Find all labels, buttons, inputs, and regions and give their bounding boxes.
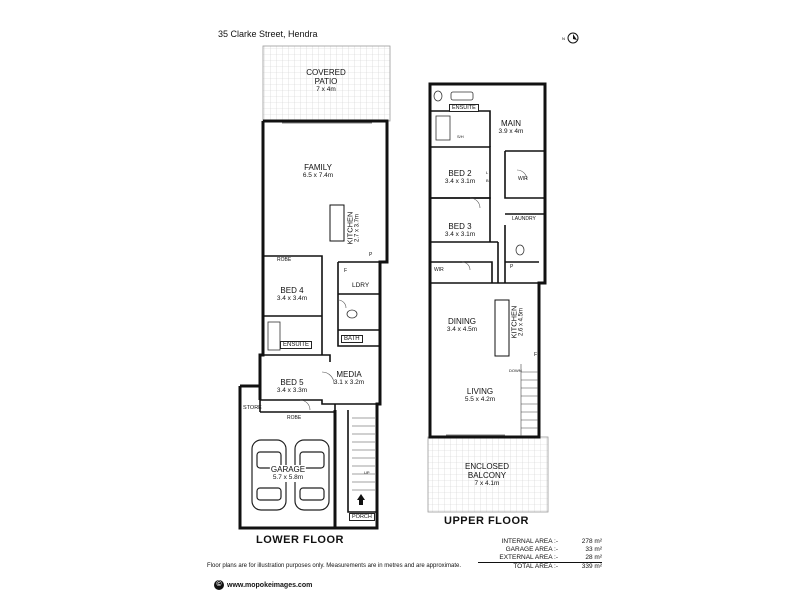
room-name: KITCHEN (509, 305, 519, 339)
area-value: 28 m² (585, 554, 602, 561)
stairs-up-label: UP (364, 470, 370, 475)
robe-bottom-label: ROBE (287, 415, 302, 421)
room-size: 2.7 x 3.7m (354, 213, 361, 243)
svg-text:N: N (562, 36, 565, 41)
area-label: TOTAL AREA :- (513, 563, 558, 570)
room-name: DINING (447, 317, 476, 326)
room-name: MEDIA (336, 370, 362, 379)
store-label: STORE (243, 405, 262, 411)
laundry-label: LAUNDRY (512, 216, 536, 222)
room-name: KITCHEN (345, 211, 355, 245)
area-summary: INTERNAL AREA :- 278 m² GARAGE AREA :- 3… (478, 538, 602, 571)
pantry-upper-label: P (510, 264, 514, 270)
room-size: 2.6 x 4.5m (518, 307, 525, 337)
bed4-label: BED 4 3.4 x 3.4m (277, 286, 307, 303)
kitchen-lower-label: KITCHEN 2.7 x 3.7m (345, 211, 362, 245)
enclosed-balcony-area (427, 436, 549, 513)
room-size: 5.7 x 5.8m (272, 474, 304, 482)
room-name: ENCLOSED BALCONY (464, 462, 510, 481)
room-name: LIVING (466, 387, 494, 396)
ldry-label: LDRY (352, 282, 370, 289)
ensuite-upper-label: ENSUITE (449, 104, 479, 112)
bath-label: BATH (341, 335, 363, 343)
robe-top-label: ROBE (277, 257, 292, 263)
media-label: MEDIA 3.1 x 3.2m (334, 370, 364, 387)
room-name: BED 2 (448, 169, 472, 178)
shower-label: S/H (457, 134, 464, 139)
room-size: 3.4 x 3.1m (444, 231, 476, 239)
room-size: 3.4 x 3.3m (276, 387, 308, 395)
area-label: EXTERNAL AREA :- (499, 554, 558, 561)
room-size: 3.4 x 3.4m (276, 295, 308, 303)
room-name: BED 3 (448, 222, 472, 231)
area-row: GARAGE AREA :- 33 m² (478, 546, 602, 554)
area-value: 33 m² (585, 546, 602, 553)
kitchen-upper-label: KITCHEN 2.6 x 4.5m (509, 305, 526, 339)
area-row-total: TOTAL AREA :- 339 m² (478, 562, 602, 571)
area-label: GARAGE AREA :- (505, 546, 558, 553)
room-size: 5.5 x 4.2m (464, 396, 496, 404)
room-name: FAMILY (304, 163, 332, 172)
fridge-upper-label: F (534, 352, 538, 358)
room-size: 3.4 x 4.5m (446, 326, 478, 334)
ensuite-lower-label: ENSUITE (280, 341, 313, 349)
linen-label-2: B (486, 178, 489, 183)
enclosed-balcony-label: ENCLOSED BALCONY 7 x 4.1m (465, 462, 509, 488)
family-label: FAMILY 6.5 x 7.4m (303, 163, 333, 180)
room-size: 3.9 x 4m (498, 128, 524, 136)
bed2-label: BED 2 3.4 x 3.1m (445, 169, 475, 186)
bed5-label: BED 5 3.4 x 3.3m (277, 378, 307, 395)
area-value: 278 m² (581, 538, 602, 545)
garage-label: GARAGE 5.7 x 5.8m (269, 465, 307, 482)
bed3-label: BED 3 3.4 x 3.1m (445, 222, 475, 239)
room-name: BED 4 (280, 286, 304, 295)
north-arrow-icon: N (560, 31, 582, 50)
room-name: GARAGE (270, 465, 306, 474)
living-label: LIVING 5.5 x 4.2m (465, 387, 495, 404)
copyright-icon: © (214, 580, 224, 590)
covered-patio-area (262, 45, 391, 122)
room-name: MAIN (501, 119, 521, 128)
website-credit: © www.mopokeimages.com (214, 580, 312, 590)
main-bed-label: MAIN 3.9 x 4m (499, 119, 524, 136)
lower-floor-title: LOWER FLOOR (256, 534, 344, 546)
room-size: 7 x 4.1m (474, 480, 500, 488)
room-size: 3.1 x 3.2m (333, 379, 365, 387)
wir-bed3-label: WIR (434, 267, 444, 273)
area-value: 339 m² (581, 563, 602, 570)
upper-floor-title: UPPER FLOOR (444, 515, 529, 527)
covered-patio-label: COVERED PATIO 7 x 4m (306, 68, 346, 94)
room-size: 6.5 x 7.4m (302, 172, 334, 180)
area-row: EXTERNAL AREA :- 28 m² (478, 554, 602, 562)
linen-label: L (486, 170, 489, 175)
pantry-label: P (369, 252, 373, 258)
room-size: 3.4 x 3.1m (444, 178, 476, 186)
property-address: 35 Clarke Street, Hendra (218, 29, 318, 39)
area-label: INTERNAL AREA :- (501, 538, 558, 545)
area-row: INTERNAL AREA :- 278 m² (478, 538, 602, 546)
room-name: COVERED PATIO (306, 68, 346, 87)
wir-main-label: WIR (518, 176, 528, 182)
fridge-label: F (344, 268, 348, 274)
room-size: 7 x 4m (316, 86, 336, 94)
room-name: BED 5 (280, 378, 304, 387)
porch-label: PORCH (349, 513, 375, 521)
stairs-down-label: DOWN (509, 368, 522, 373)
disclaimer-text: Floor plans are for illustration purpose… (207, 563, 462, 569)
website-link[interactable]: www.mopokeimages.com (227, 581, 313, 589)
dining-label: DINING 3.4 x 4.5m (447, 317, 477, 334)
